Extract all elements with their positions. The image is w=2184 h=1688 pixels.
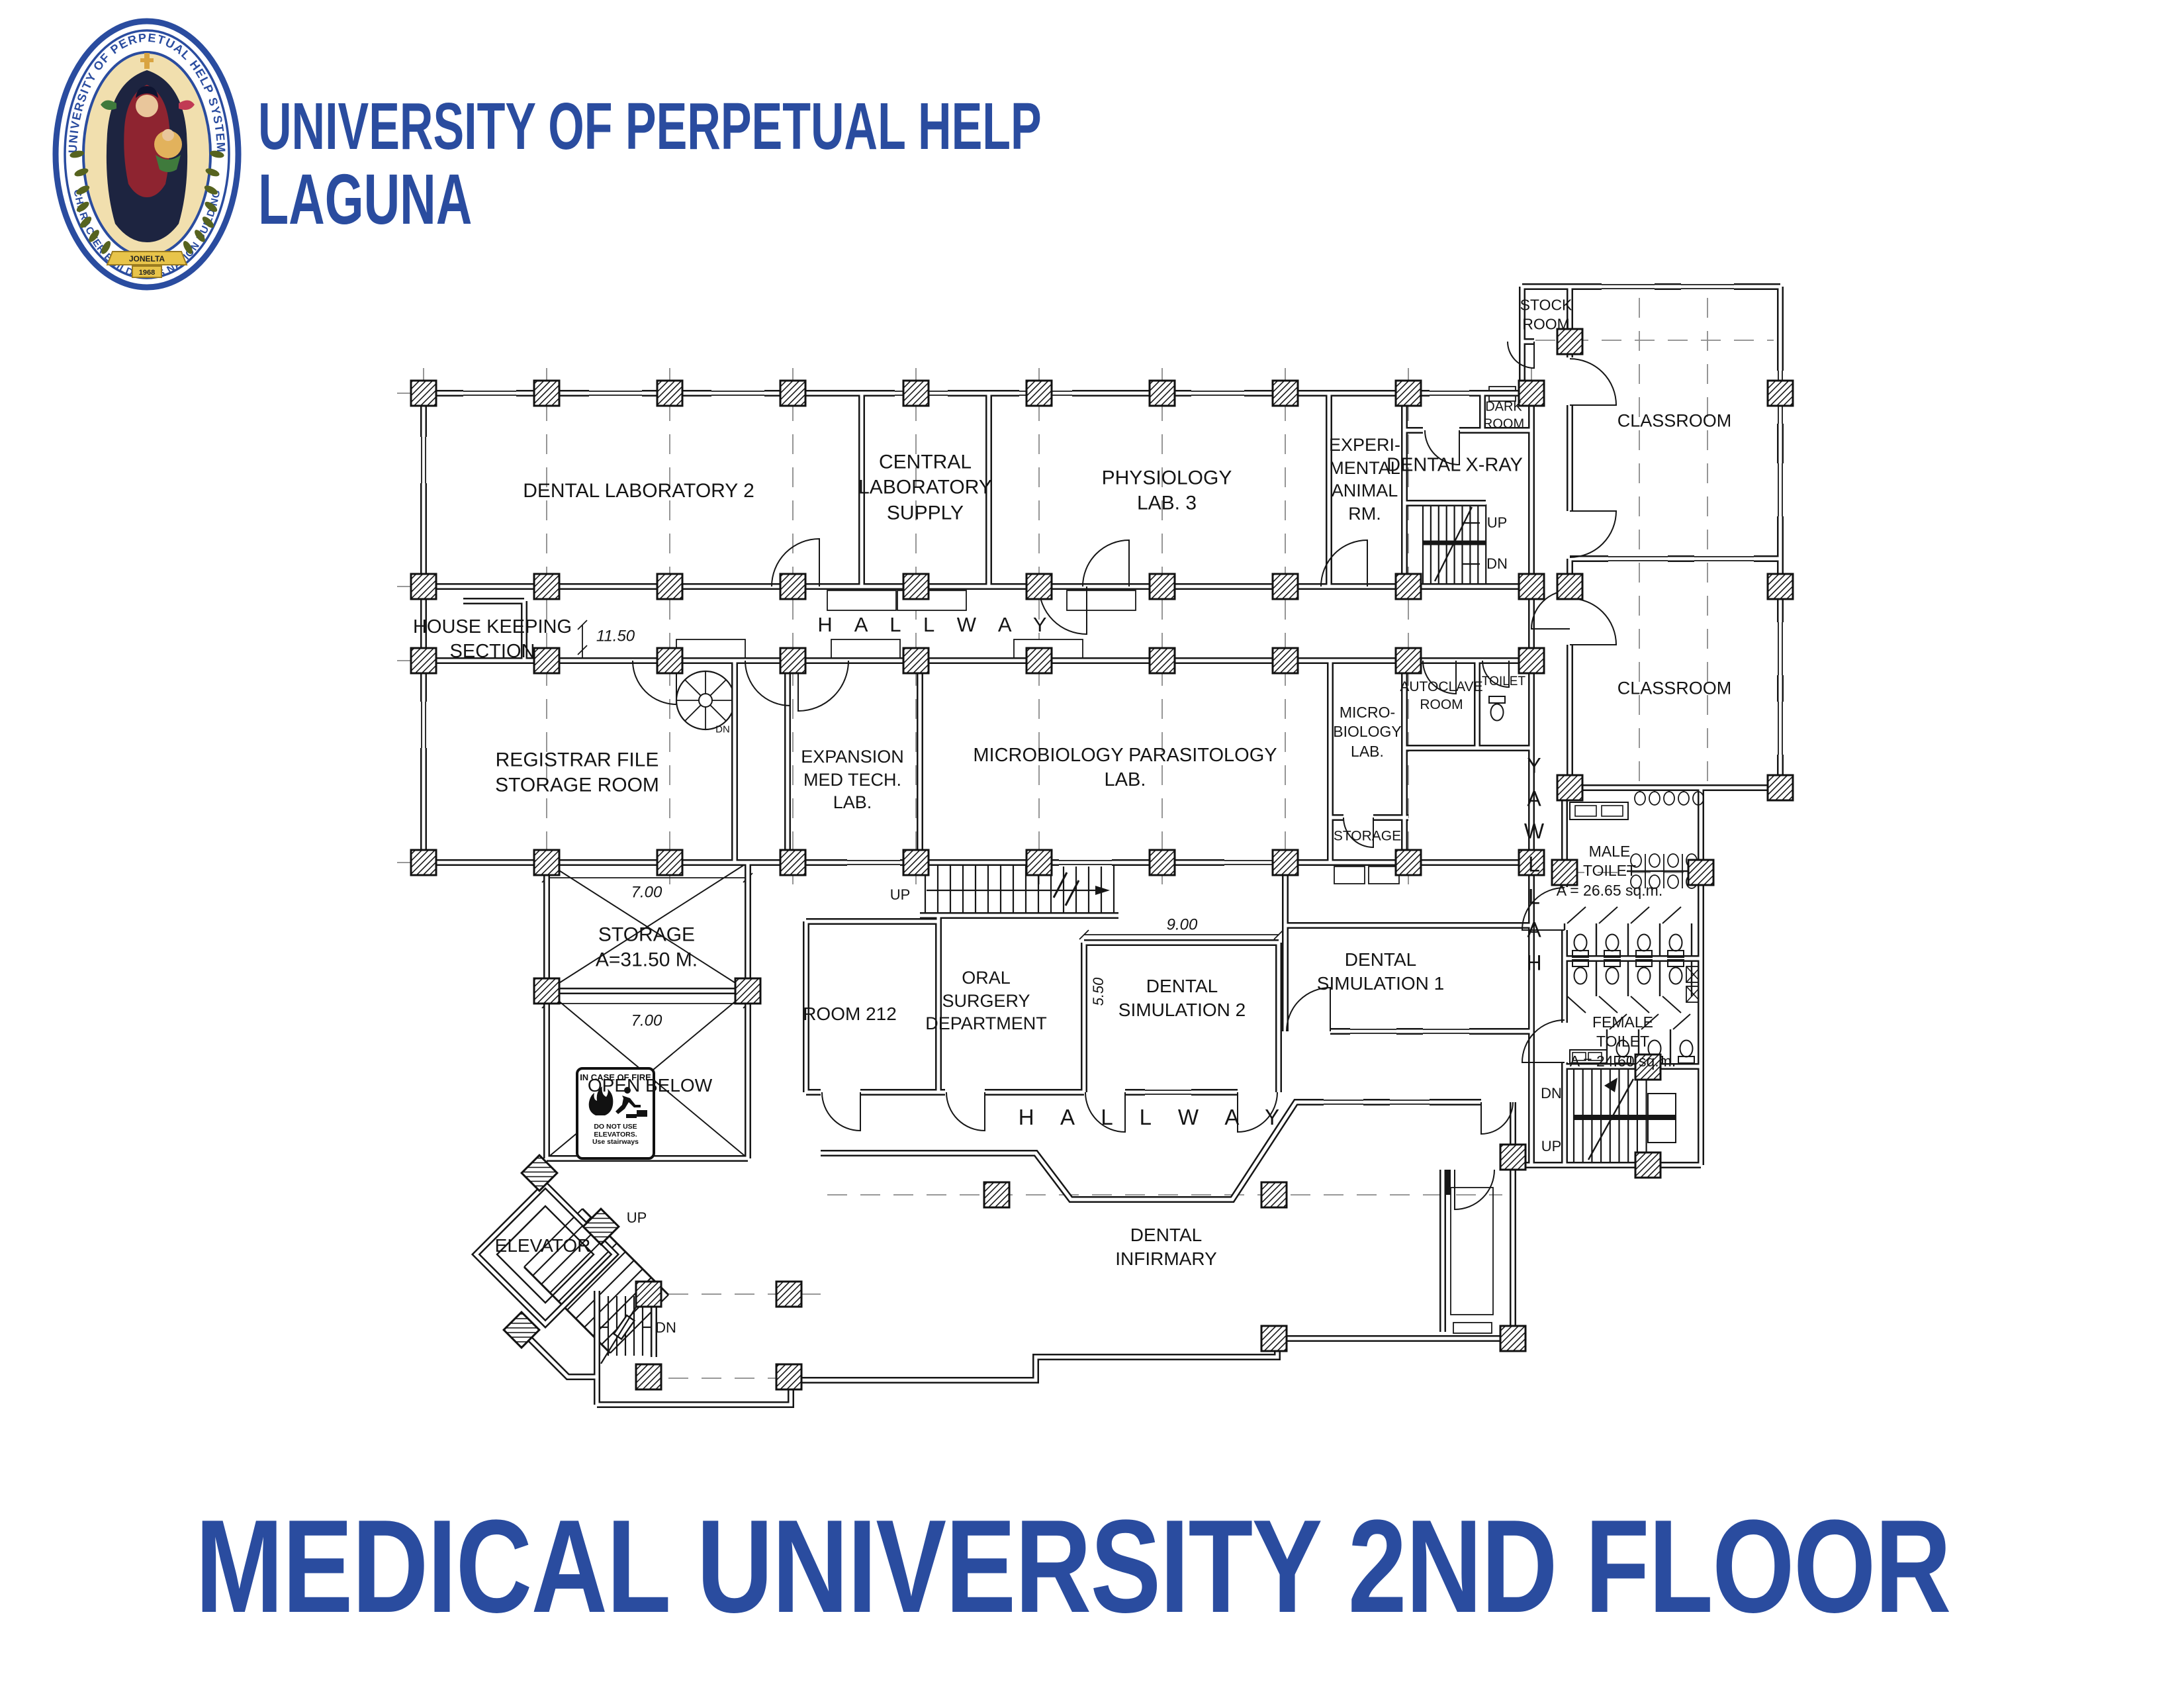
- page-title: MEDICAL UNIVERSITY 2ND FLOOR: [195, 1493, 1951, 1640]
- dim-9-00: 9.00: [1166, 915, 1198, 934]
- room-label-central-laboratory-supply: CENTRAL LABORATORY SUPPLY: [858, 451, 992, 524]
- hallway-mid-label: H A L L W A Y: [1018, 1104, 1291, 1129]
- laurel-wreath: [69, 150, 224, 254]
- logo-banner: JONELTA 1968: [106, 251, 188, 278]
- room-label-registrar-file-storage: REGISTRAR FILE STORAGE ROOM: [495, 749, 659, 796]
- room-label-stock-room: STOCK ROOM: [1520, 296, 1572, 333]
- room-label-autoclave-room: AUTOCLAVE ROOM: [1400, 679, 1483, 712]
- stair-dn-xray: DN: [1486, 555, 1508, 572]
- room-label-dark-room: DARK ROOM: [1482, 399, 1525, 431]
- university-logo: UNIVERSITY OF PERPETUAL HELP SYSTEM CHAR…: [52, 18, 242, 291]
- room-label-open-below: OPEN BELOW: [587, 1075, 713, 1096]
- plan-thin-lines: [496, 386, 1702, 1364]
- stair-up-elevator: UP: [626, 1209, 647, 1226]
- room-label-dental-laboratory-2: DENTAL LABORATORY 2: [523, 479, 754, 502]
- room-label-room-212: ROOM 212: [803, 1004, 897, 1025]
- hallway-vertical-label: Y A W L L A H: [1524, 753, 1545, 974]
- room-label-dental-x-ray: DENTAL X-RAY: [1387, 454, 1523, 476]
- dim-5-50: 5.50: [1089, 977, 1107, 1006]
- header-university-name: UNIVERSITY OF PERPETUAL HELP: [258, 89, 1042, 164]
- room-label-toilet-small: TOILET: [1481, 674, 1526, 688]
- stair-up-mid: UP: [889, 886, 911, 903]
- fire-sign-title: IN CASE OF FIRE: [580, 1072, 651, 1082]
- hallway-top-label: H A L L W A Y: [817, 613, 1056, 637]
- room-label-female-toilet: FEMALE TOILET A = 24.60 sq.m.: [1569, 1013, 1676, 1070]
- dim-7-00-top: 7.00: [631, 883, 662, 902]
- plan-columns: [410, 328, 1794, 1391]
- room-label-microbiology-parasitology: MICROBIOLOGY PARASITOLOGY LAB.: [973, 744, 1277, 790]
- room-label-physiology-lab-3: PHYSIOLOGY LAB. 3: [1101, 467, 1232, 514]
- room-label-male-toilet: MALE TOILET A = 26.65 sq.m.: [1556, 842, 1663, 899]
- logo-banner-text: JONELTA: [129, 254, 165, 263]
- room-label-storage-small: STORAGE: [1333, 828, 1402, 844]
- spiral-dn: DN: [715, 724, 730, 735]
- dim-11-50: 11.50: [596, 627, 635, 645]
- fire-safety-sign: IN CASE OF FIRE DO NOT USE ELEVATORS. Us…: [576, 1067, 655, 1160]
- stair-dn-elevator: DN: [655, 1319, 676, 1336]
- header-campus-name: LAGUNA: [258, 159, 473, 239]
- dim-7-00-bottom: 7.00: [631, 1011, 662, 1030]
- room-label-oral-surgery: ORAL SURGERY DEPARTMENT: [925, 968, 1047, 1034]
- madonna-and-child-icon: [101, 53, 195, 242]
- room-label-dental-simulation-1: DENTAL SIMULATION 1: [1316, 949, 1445, 994]
- room-label-classroom-1: CLASSROOM: [1617, 410, 1732, 431]
- plan-fixtures: [420, 283, 1784, 1106]
- logo-year-text: 1968: [139, 269, 155, 277]
- room-label-micro-biology-lab: MICRO- BIOLOGY LAB.: [1333, 703, 1402, 760]
- room-label-experimental-animal-rm: EXPERI- MENTAL ANIMAL RM.: [1328, 434, 1401, 524]
- stair-up-right: UP: [1541, 1137, 1562, 1154]
- stair-dn-right: DN: [1541, 1084, 1562, 1102]
- room-label-dental-infirmary: DENTAL INFIRMARY: [1115, 1225, 1217, 1269]
- fire-sign-icons: [588, 1086, 647, 1118]
- room-label-elevator: ELEVATOR: [494, 1235, 591, 1256]
- stair-up-xray: UP: [1486, 514, 1508, 531]
- plan-doors: [632, 341, 1617, 1211]
- room-label-dental-simulation-2: DENTAL SIMULATION 2: [1118, 976, 1246, 1020]
- fire-sign-line2: DO NOT USE ELEVATORS.: [594, 1123, 637, 1139]
- room-label-storage-a: STORAGE A=31.50 M.: [595, 923, 698, 971]
- fire-sign-line3: Use stairways: [592, 1138, 639, 1147]
- room-label-house-keeping: HOUSE KEEPING SECTION: [412, 616, 572, 662]
- room-label-expansion-med-tech-lab: EXPANSION MED TECH. LAB.: [801, 747, 904, 813]
- room-label-classroom-2: CLASSROOM: [1617, 678, 1732, 698]
